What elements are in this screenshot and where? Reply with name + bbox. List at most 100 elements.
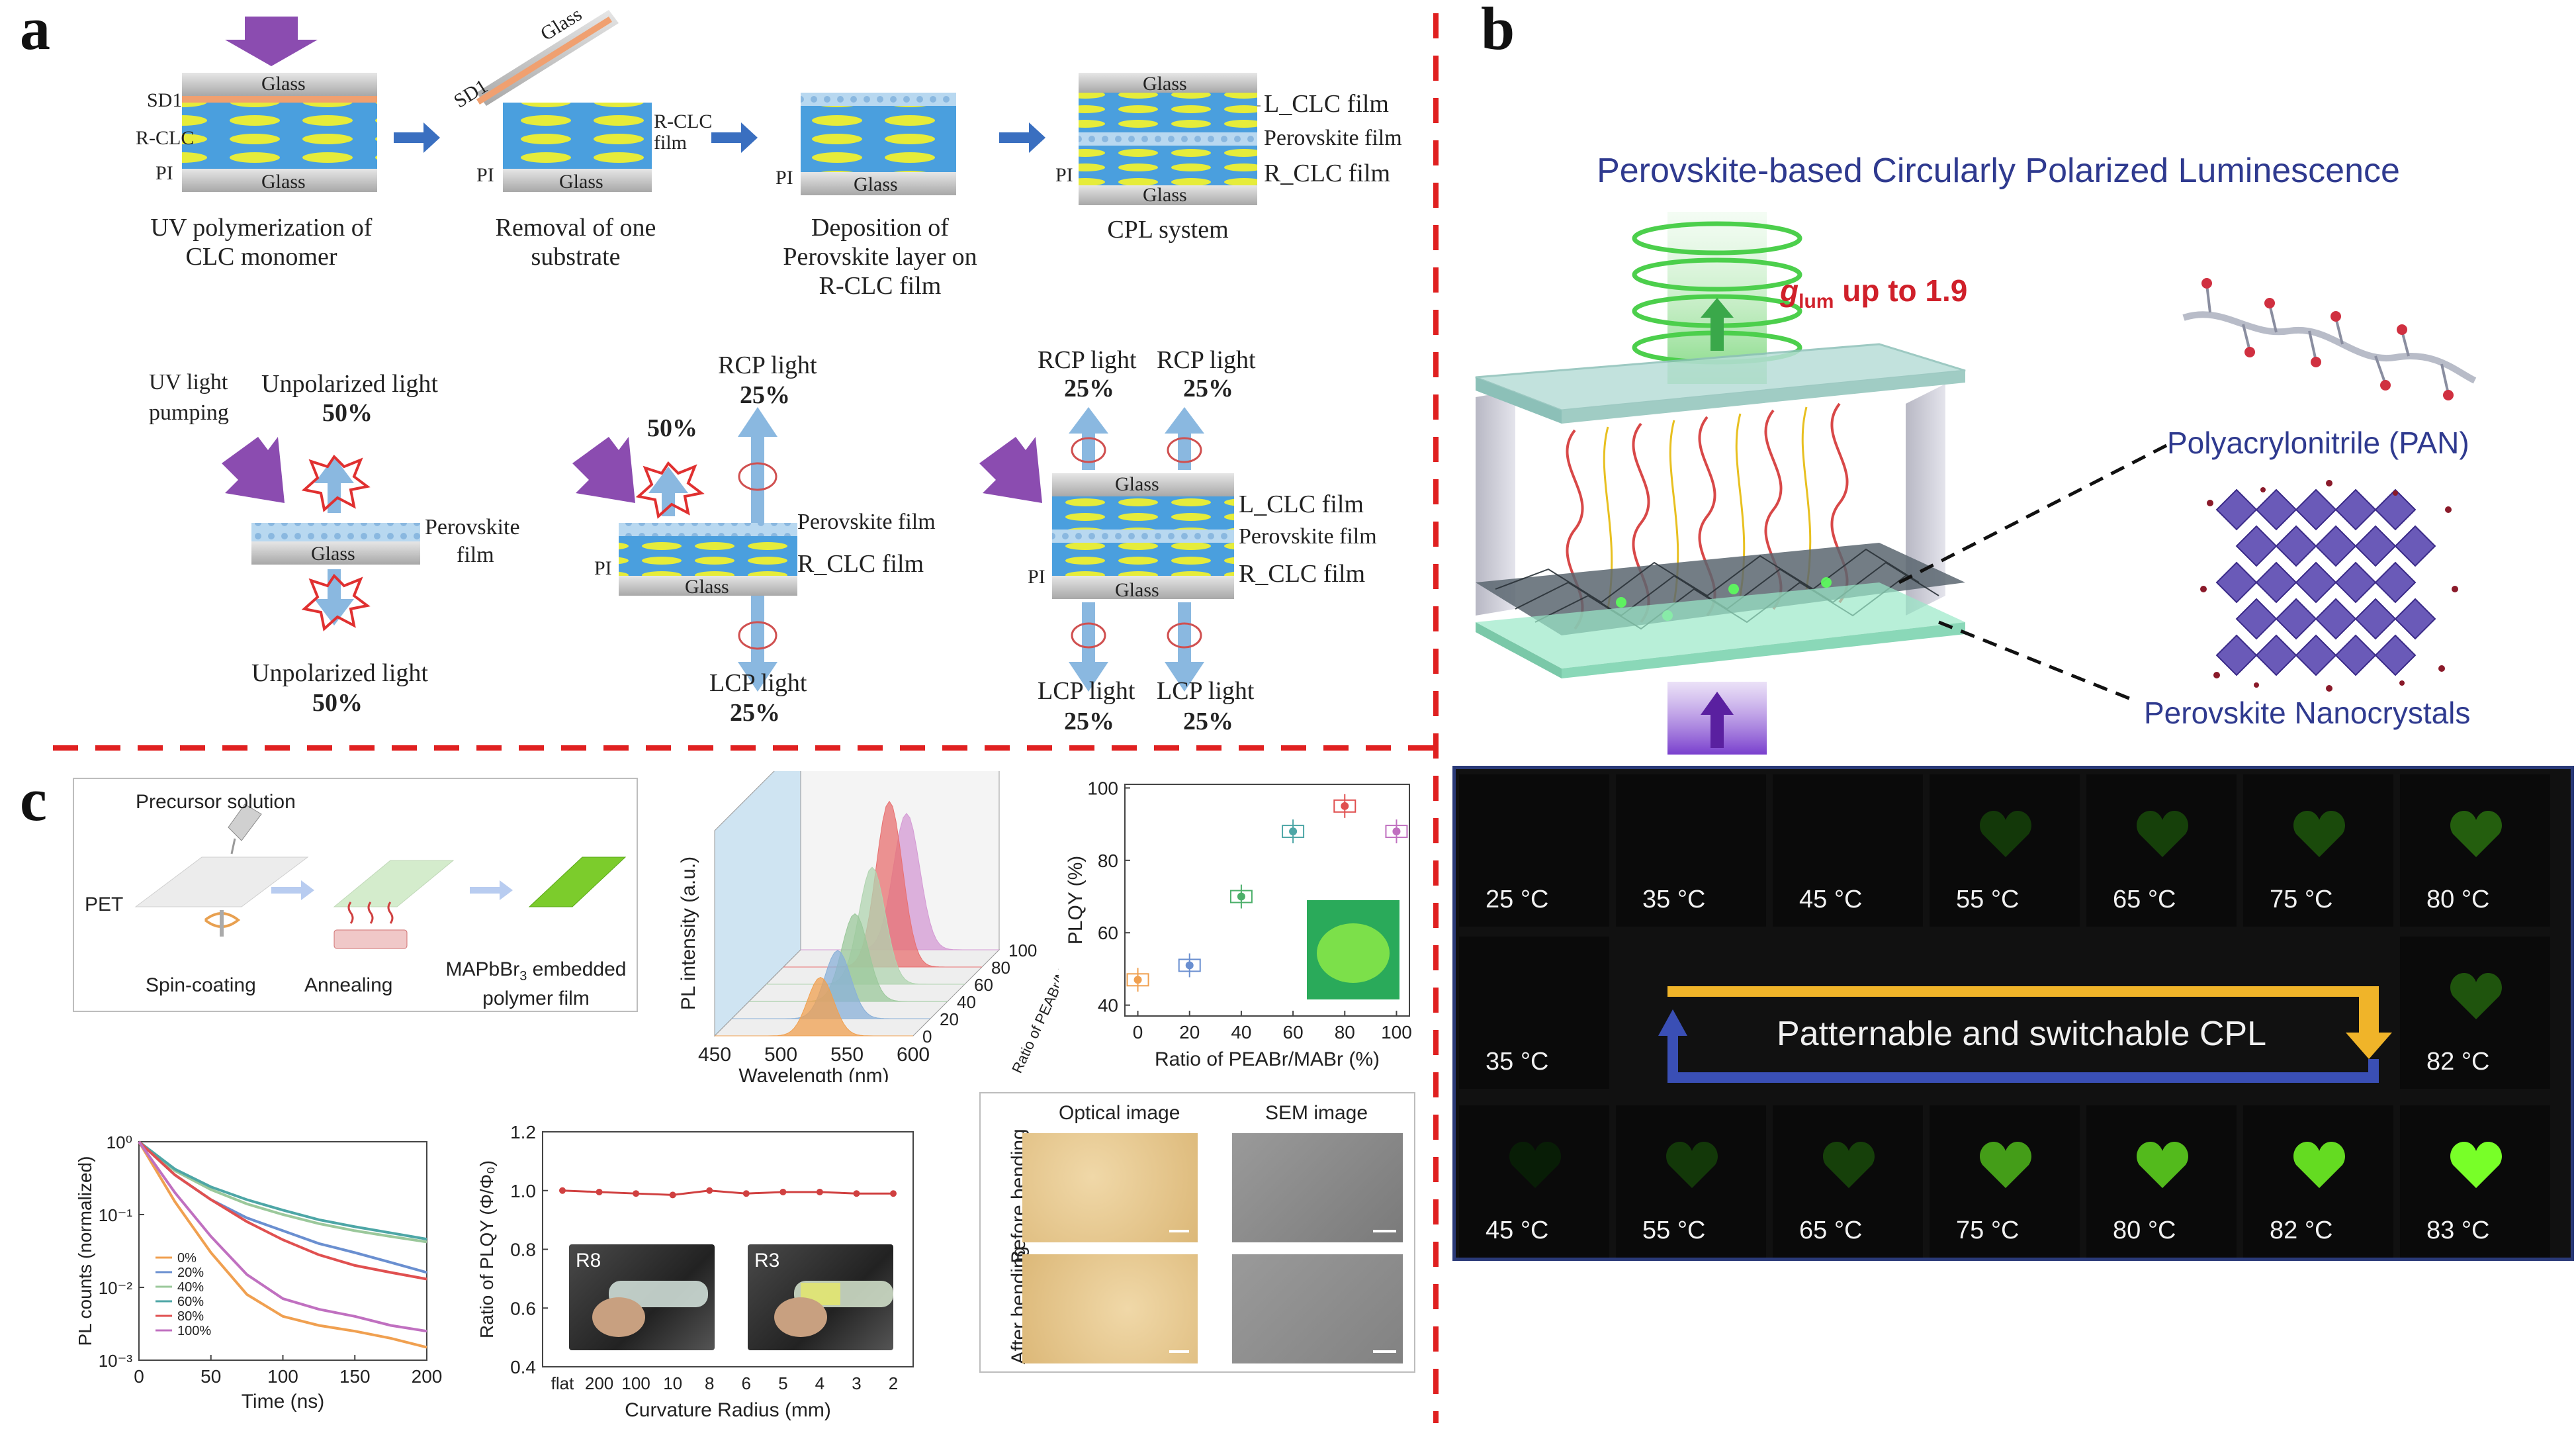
data-point: [779, 1188, 787, 1195]
z-tick-label: 80: [991, 958, 1010, 978]
perovskite-film-label: Perovskite film: [1239, 524, 1377, 549]
starburst-icon: [301, 454, 371, 512]
y-tick-label: 1.0: [510, 1181, 536, 1201]
x-axis-label: Wavelength (nm): [738, 1065, 889, 1082]
spin-coating-label: Spin-coating: [146, 974, 256, 996]
z-tick-label: 20: [940, 1009, 959, 1029]
octahedron: [2334, 561, 2377, 604]
photo-cell: 45 °C: [1773, 774, 1923, 927]
x-tick-label: 200: [585, 1373, 613, 1393]
x-tick-label: 550: [830, 1044, 864, 1066]
photo-cell: 75 °C: [1930, 1105, 2080, 1258]
x-tick-label: 200: [412, 1366, 443, 1387]
film-product-label: MAPbBr3 embedded polymer film: [437, 958, 635, 1010]
pan-label: Polyacrylonitrile (PAN): [2167, 426, 2469, 460]
lclc-film-label: L_CLC film: [1264, 90, 1389, 118]
z-tick-label: 60: [974, 975, 993, 995]
x-tick-label: 20: [1179, 1022, 1200, 1042]
octahedron: [2235, 598, 2278, 640]
octahedron: [2374, 634, 2417, 676]
step-arrow-icon: [711, 122, 758, 153]
optical-image-label: Optical image: [1059, 1102, 1180, 1124]
octahedron: [2215, 634, 2258, 676]
heart-pattern: [2450, 1142, 2503, 1188]
rcp-light-label: RCP light: [1038, 346, 1137, 374]
spectrum-series: [749, 913, 948, 1002]
data-point: [853, 1190, 860, 1197]
data-point: [1133, 976, 1142, 984]
heart-pattern: [2450, 811, 2503, 857]
step1-caption: UV polymerization of CLC monomer: [150, 214, 373, 271]
legend-label: 60%: [177, 1295, 204, 1309]
percent-label: 50%: [312, 689, 363, 717]
octahedron: [2275, 598, 2317, 640]
x-tick-label: 4: [815, 1373, 824, 1393]
x-tick-label: 600: [897, 1044, 930, 1066]
temperature-label: 83 °C: [2426, 1217, 2490, 1244]
x-tick-label: 80: [1335, 1022, 1355, 1042]
percent-label: 25%: [730, 699, 780, 727]
panel-a-process-diagram: [182, 10, 1261, 692]
y-tick-label: 10⁰: [107, 1132, 132, 1152]
step-arrow-icon: [999, 122, 1045, 153]
pan-polymer-illustration: [2182, 278, 2477, 400]
octahedron: [2295, 488, 2337, 531]
photo-cell: 35 °C: [1616, 774, 1766, 927]
temperature-label: 80 °C: [2426, 886, 2490, 913]
y-tick-label: 100: [1087, 778, 1118, 798]
annealing-label: Annealing: [304, 974, 393, 996]
panel-b-label: b: [1481, 0, 1515, 62]
glass-label: Glass: [685, 576, 729, 598]
uv-arrow-icon: [225, 17, 318, 66]
temperature-label: 35 °C: [1486, 1048, 1549, 1076]
x-tick-label: 100: [621, 1373, 650, 1393]
data-point: [669, 1191, 676, 1199]
data-point: [633, 1190, 640, 1197]
temperature-label: 65 °C: [1799, 1217, 1863, 1244]
temperature-label: 65 °C: [2113, 886, 2176, 913]
temperature-label: 75 °C: [2270, 886, 2333, 913]
x-tick-label: 150: [339, 1366, 371, 1387]
unpolarized-light-label: Unpolarized light: [251, 659, 428, 687]
pi-label: PI: [594, 557, 612, 579]
glass-label: Glass: [854, 173, 898, 195]
data-point: [1341, 802, 1349, 810]
x-tick-label: 10: [663, 1373, 682, 1393]
nanocrystals-label: Perovskite Nanocrystals: [2144, 696, 2471, 730]
precursor-label: Precursor solution: [136, 791, 296, 813]
lclc-film-label: L_CLC film: [1239, 490, 1364, 518]
glass-label: Glass: [1115, 473, 1159, 495]
inset-film: [1317, 923, 1390, 983]
scale-bars: [1169, 1230, 1396, 1353]
photo-cell: 83 °C: [2400, 1105, 2550, 1258]
glass-label: Glass: [311, 543, 355, 565]
temperature-label: 45 °C: [1486, 1217, 1549, 1244]
x-tick-label: 60: [1283, 1022, 1304, 1042]
x-tick-label: 450: [698, 1044, 731, 1066]
x-axis-label: Time (ns): [242, 1391, 325, 1412]
y-axis-label: PL counts (normalized): [75, 1156, 95, 1346]
uv-arrow-icon: [222, 437, 285, 503]
photo-cell: 55 °C: [1930, 774, 2080, 927]
x-tick-label: 100: [1381, 1022, 1412, 1042]
temperature-label: 45 °C: [1799, 886, 1863, 913]
decay-series: [138, 1140, 427, 1244]
octahedron: [2275, 525, 2317, 567]
rcp-up-arrow: [738, 407, 777, 523]
percent-label: 25%: [1183, 708, 1233, 735]
sem-after-image: [1232, 1254, 1403, 1363]
pi-label: PI: [476, 164, 494, 186]
y-tick-label: 0.6: [510, 1298, 536, 1318]
cpl-device-illustration: [1475, 212, 1966, 755]
film-label-main: MAPbBr: [445, 958, 520, 980]
pi-label: PI: [1055, 164, 1073, 186]
x-tick-label: 6: [742, 1373, 751, 1393]
data-point: [1237, 892, 1245, 901]
spectrum-series: [715, 977, 913, 1037]
percent-label: 25%: [740, 381, 790, 409]
legend-label: 80%: [177, 1309, 204, 1324]
photo-cell: 65 °C: [1773, 1105, 1923, 1258]
octahedron: [2315, 525, 2357, 567]
temperature-label: 35 °C: [1642, 886, 1706, 913]
